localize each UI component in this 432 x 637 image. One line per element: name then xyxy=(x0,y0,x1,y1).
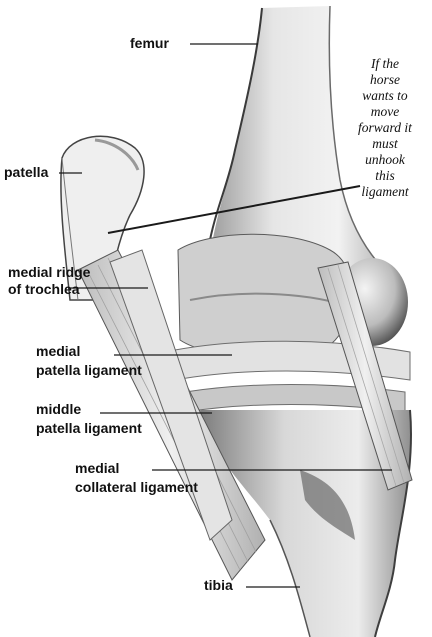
tibia-label: tibia xyxy=(204,577,233,594)
annotation-line: If the xyxy=(338,56,432,72)
medial-collateral-label-line1: medial xyxy=(75,460,119,477)
annotation-line: forward it xyxy=(338,120,432,136)
annotation-note: If the horse wants to move forward it mu… xyxy=(338,56,432,200)
medial-ridge-label-line2: of trochlea xyxy=(8,281,80,298)
medial-patella-label-line1: medial xyxy=(36,343,80,360)
middle-patella-label-line1: middle xyxy=(36,401,81,418)
annotation-line: horse xyxy=(338,72,432,88)
annotation-line: ligament xyxy=(338,184,432,200)
annotation-line: move xyxy=(338,104,432,120)
femur-label: femur xyxy=(130,35,169,52)
medial-patella-label-line2: patella ligament xyxy=(36,362,142,379)
annotation-line: wants to xyxy=(338,88,432,104)
medial-collateral-label-line2: collateral ligament xyxy=(75,479,198,496)
patella-label: patella xyxy=(4,164,48,181)
middle-patella-label-line2: patella ligament xyxy=(36,420,142,437)
annotation-line: this xyxy=(338,168,432,184)
medial-ridge-label-line1: medial ridge xyxy=(8,264,90,281)
annotation-line: must xyxy=(338,136,432,152)
annotation-line: unhook xyxy=(338,152,432,168)
